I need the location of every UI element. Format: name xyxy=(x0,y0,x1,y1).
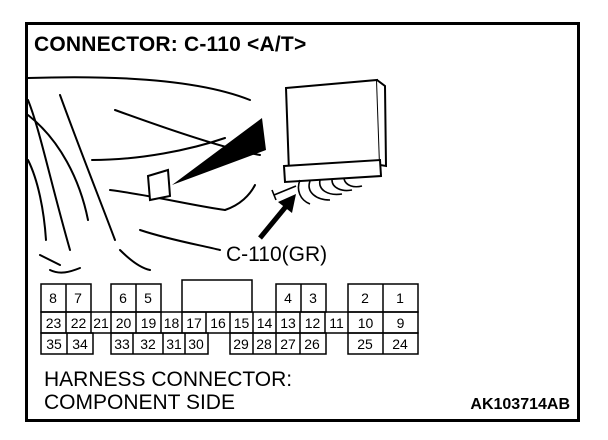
pin-row1-2: 6 xyxy=(119,290,127,306)
pin-row2-3: 20 xyxy=(116,315,132,331)
harness-connector-label: HARNESS CONNECTOR: xyxy=(44,368,293,391)
pin-row3-4: 31 xyxy=(166,336,182,352)
pin-row2-14: 9 xyxy=(397,315,405,331)
pin-row2-6: 17 xyxy=(186,315,202,331)
pin-row3-6: 29 xyxy=(233,336,249,352)
figure-code: AK103714AB xyxy=(470,396,570,413)
pin-row1-1: 7 xyxy=(74,290,82,306)
pin-row2-12: 11 xyxy=(329,315,344,331)
pin-row3-0: 35 xyxy=(46,336,62,352)
pin-row2-13: 10 xyxy=(358,315,374,331)
pin-row3-10: 25 xyxy=(357,336,373,352)
pointer-wedge xyxy=(172,118,266,185)
pin-row3-2: 33 xyxy=(114,336,130,352)
component-side-label: COMPONENT SIDE xyxy=(44,391,235,414)
wire-harness xyxy=(271,178,363,205)
pin-row3-3: 32 xyxy=(140,336,156,352)
dash-connector-icon xyxy=(146,168,172,202)
pin-row2-0: 23 xyxy=(46,315,62,331)
pin-row3-11: 24 xyxy=(392,336,408,352)
pin-row2-10: 13 xyxy=(280,315,296,331)
diagram-title: CONNECTOR: C-110 <A/T> xyxy=(34,33,307,56)
control-unit-box xyxy=(282,78,388,184)
callout-arrow xyxy=(258,194,296,240)
row2-dividers xyxy=(65,312,384,333)
pin-row2-5: 18 xyxy=(164,315,180,331)
pin-row1-5: 3 xyxy=(309,290,317,306)
pin-row3-1: 34 xyxy=(72,336,88,352)
pin-row2-4: 19 xyxy=(141,315,157,331)
pin-row2-7: 16 xyxy=(210,315,226,331)
pin-row3-9: 26 xyxy=(304,336,320,352)
pin-row1-4: 4 xyxy=(284,290,292,306)
pin-row1-3: 5 xyxy=(144,290,152,306)
pin-row3-8: 27 xyxy=(280,336,296,352)
pin-row2-11: 12 xyxy=(305,315,321,331)
pin-row3-5: 30 xyxy=(188,336,204,352)
pin-row1-6: 2 xyxy=(361,290,369,306)
pin-row1-7: 1 xyxy=(396,290,404,306)
pin-row2-1: 22 xyxy=(71,315,87,331)
pin-row1-0: 8 xyxy=(49,290,57,306)
pin-row3-7: 28 xyxy=(256,336,272,352)
connector-callout-label: C-110(GR) xyxy=(226,243,328,266)
pin-row2-9: 14 xyxy=(257,315,273,331)
pin-row2-2: 21 xyxy=(93,315,109,331)
pin-row2-8: 15 xyxy=(234,315,250,331)
